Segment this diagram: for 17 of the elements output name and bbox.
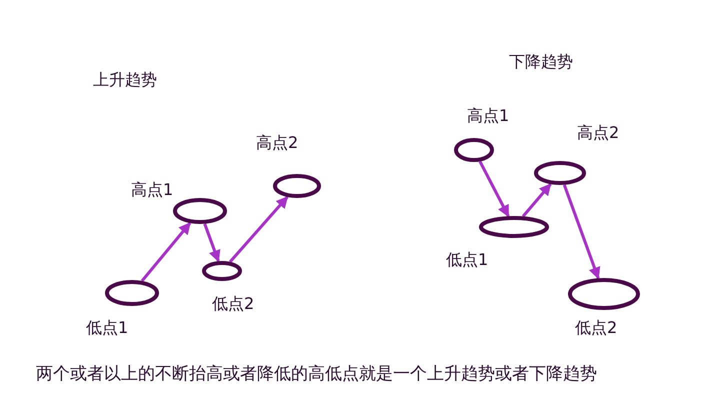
- arrow: [203, 223, 220, 262]
- trend-title: 下降趋势: [509, 52, 573, 72]
- arrow: [140, 222, 192, 282]
- point-label: 低点2: [212, 294, 254, 314]
- point-label: 高点2: [256, 133, 298, 153]
- point-label: 低点1: [86, 318, 128, 338]
- caption: 两个或者以上的不断抬高或者降低的高低点就是一个上升趋势或者下降趋势: [36, 364, 597, 384]
- point-label: 低点1: [446, 250, 488, 270]
- arrow: [522, 183, 552, 218]
- trend-title: 上升趋势: [93, 70, 157, 90]
- point-label: 高点1: [131, 180, 174, 200]
- arrow: [562, 184, 600, 280]
- point-label: 低点2: [575, 318, 618, 338]
- point-label: 高点1: [467, 106, 510, 126]
- point-label: 高点2: [577, 123, 620, 143]
- arrow: [478, 160, 510, 218]
- arrow: [228, 196, 288, 263]
